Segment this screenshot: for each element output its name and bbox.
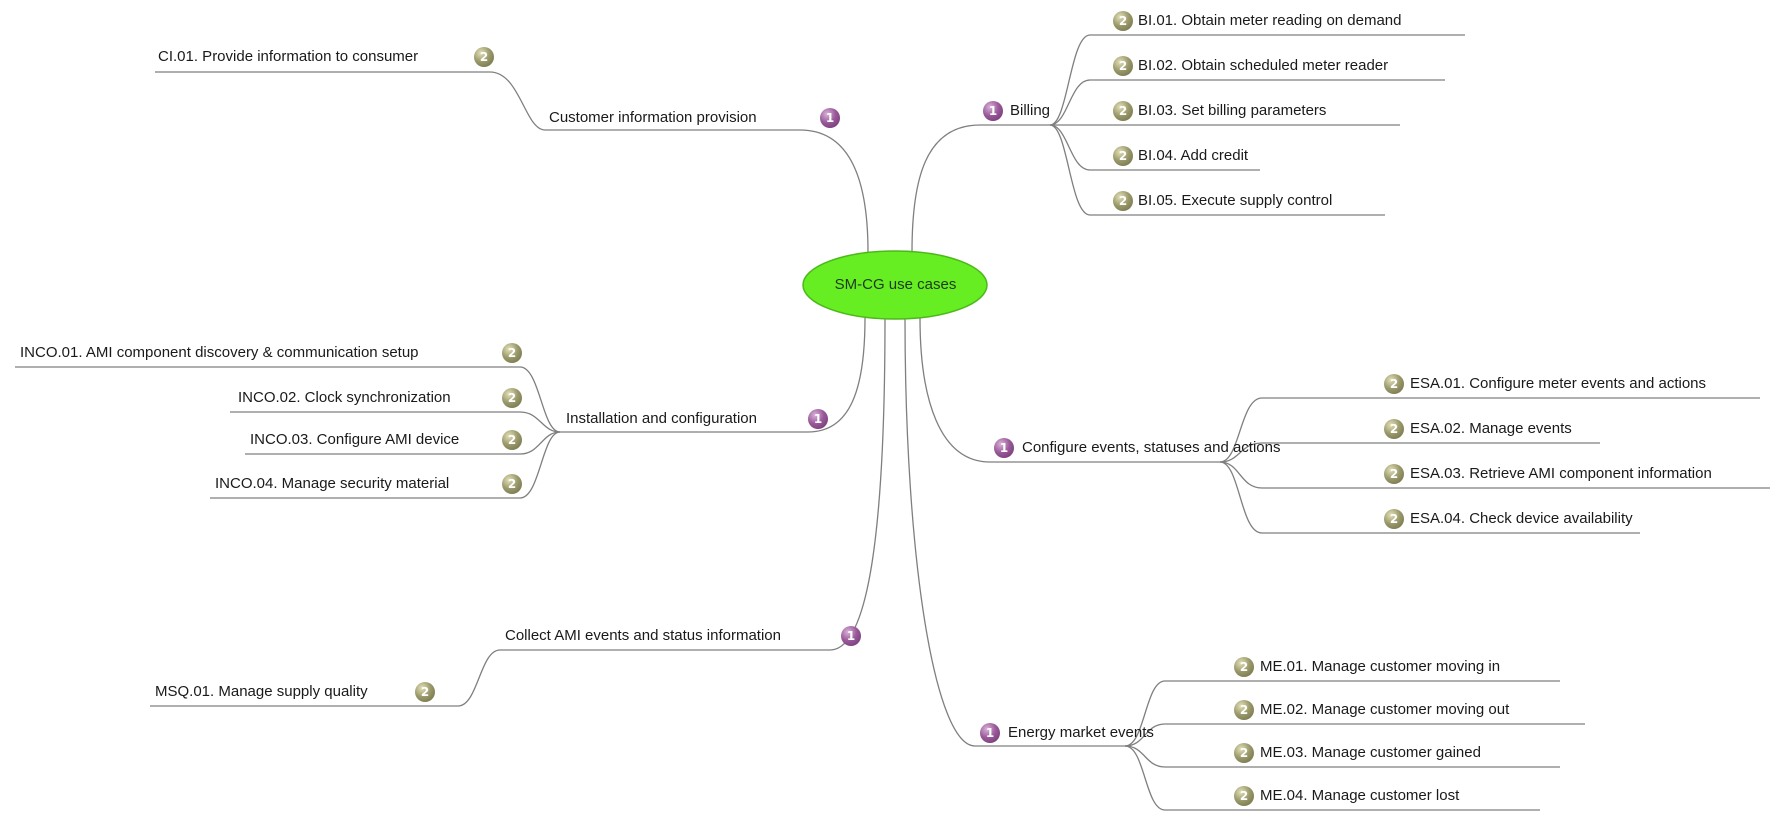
priority-2-icon: 2 xyxy=(1384,419,1404,439)
branch-collect-ami-events[interactable]: Collect AMI events and status informatio… xyxy=(505,627,781,644)
connector-billing-leaf-5 xyxy=(1049,124,1385,216)
connector-center-customer-info xyxy=(545,129,869,253)
priority-2-icon: 2 xyxy=(502,388,522,408)
leaf-bi-01[interactable]: BI.01. Obtain meter reading on demand xyxy=(1138,12,1402,29)
priority-1-icon: 1 xyxy=(820,108,840,128)
priority-2-icon: 2 xyxy=(1234,700,1254,720)
connector-center-installation xyxy=(560,317,866,433)
leaf-inco-03[interactable]: INCO.03. Configure AMI device xyxy=(250,431,460,448)
connector-collect-ami-leaf xyxy=(150,649,501,707)
connector-energy-market-leaf-2 xyxy=(1124,723,1585,747)
connector-installation-leaf-1 xyxy=(15,366,561,433)
leaf-esa-02[interactable]: ESA.02. Manage events xyxy=(1410,420,1572,437)
connector-center-collect-ami xyxy=(500,317,886,651)
leaf-bi-03[interactable]: BI.03. Set billing parameters xyxy=(1138,102,1327,119)
priority-2-icon: 2 xyxy=(1113,11,1133,31)
leaf-ci-01[interactable]: CI.01. Provide information to consumer xyxy=(158,48,419,65)
connector-configure-events-leaf-1 xyxy=(1219,397,1760,463)
leaf-inco-01[interactable]: INCO.01. AMI component discovery & commu… xyxy=(20,344,419,361)
connector-configure-events-leaf-2 xyxy=(1219,442,1600,463)
priority-2-icon: 2 xyxy=(474,47,494,67)
connector-installation-leaf-2 xyxy=(230,411,561,433)
leaf-bi-04[interactable]: BI.04. Add credit xyxy=(1138,147,1249,164)
connector-installation-leaf-3 xyxy=(245,431,561,455)
priority-2-icon: 2 xyxy=(1234,786,1254,806)
priority-1-icon: 1 xyxy=(983,101,1003,121)
leaf-inco-02[interactable]: INCO.02. Clock synchronization xyxy=(238,389,451,406)
priority-2-icon: 2 xyxy=(1384,464,1404,484)
branch-configure-events-statuses-actions[interactable]: Configure events, statuses and actions xyxy=(1022,439,1281,456)
priority-2-icon: 2 xyxy=(502,474,522,494)
leaf-esa-03[interactable]: ESA.03. Retrieve AMI component informati… xyxy=(1410,465,1712,482)
leaf-me-02[interactable]: ME.02. Manage customer moving out xyxy=(1260,701,1510,718)
priority-2-icon: 2 xyxy=(1234,657,1254,677)
leaf-me-01[interactable]: ME.01. Manage customer moving in xyxy=(1260,658,1501,675)
leaf-bi-05[interactable]: BI.05. Execute supply control xyxy=(1138,192,1333,209)
connector-energy-market-leaf-4 xyxy=(1124,745,1540,811)
connector-configure-events-leaf-4 xyxy=(1219,461,1640,534)
priority-2-icon: 2 xyxy=(502,430,522,450)
connector-installation-leaf-4 xyxy=(210,431,561,499)
priority-1-icon: 1 xyxy=(994,438,1014,458)
connector-center-energy-market xyxy=(904,317,1125,747)
connector-center-billing xyxy=(911,124,1050,253)
connector-configure-events-leaf-3 xyxy=(1219,461,1770,489)
leaf-me-04[interactable]: ME.04. Manage customer lost xyxy=(1260,787,1460,804)
connector-center-configure-events xyxy=(919,317,1220,463)
priority-2-icon: 2 xyxy=(1384,509,1404,529)
branch-billing[interactable]: Billing xyxy=(1010,102,1051,119)
leaf-esa-01[interactable]: ESA.01. Configure meter events and actio… xyxy=(1410,375,1707,392)
priority-2-icon: 2 xyxy=(502,343,522,363)
priority-1-icon: 1 xyxy=(808,409,828,429)
priority-2-icon: 2 xyxy=(1113,56,1133,76)
leaf-me-03[interactable]: ME.03. Manage customer gained xyxy=(1260,744,1481,761)
priority-2-icon: 2 xyxy=(1113,191,1133,211)
priority-2-icon: 2 xyxy=(1234,743,1254,763)
connector-billing-leaf-1 xyxy=(1049,34,1465,126)
priority-2-icon: 2 xyxy=(1113,101,1133,121)
branch-installation-and-configuration[interactable]: Installation and configuration xyxy=(566,410,757,427)
priority-1-icon: 1 xyxy=(980,723,1000,743)
leaf-esa-04[interactable]: ESA.04. Check device availability xyxy=(1410,510,1633,527)
connector-billing-leaf-2 xyxy=(1049,79,1445,126)
leaf-bi-02[interactable]: BI.02. Obtain scheduled meter reader xyxy=(1138,57,1389,74)
center-node-label[interactable]: SM-CG use cases xyxy=(834,276,957,293)
connector-energy-market-leaf-1 xyxy=(1124,680,1560,747)
priority-2-icon: 2 xyxy=(1384,374,1404,394)
connector-customer-info-leaf xyxy=(155,71,546,131)
center-node-shape[interactable] xyxy=(802,250,988,320)
priority-2-icon: 2 xyxy=(415,682,435,702)
connector-billing-leaf-4 xyxy=(1049,124,1260,171)
branch-customer-information-provision[interactable]: Customer information provision xyxy=(549,109,757,126)
leaf-inco-04[interactable]: INCO.04. Manage security material xyxy=(215,475,450,492)
leaf-msq-01[interactable]: MSQ.01. Manage supply quality xyxy=(155,683,368,700)
priority-1-icon: 1 xyxy=(841,626,861,646)
branch-energy-market-events[interactable]: Energy market events xyxy=(1008,724,1154,741)
priority-2-icon: 2 xyxy=(1113,146,1133,166)
connector-energy-market-leaf-3 xyxy=(1124,745,1560,768)
